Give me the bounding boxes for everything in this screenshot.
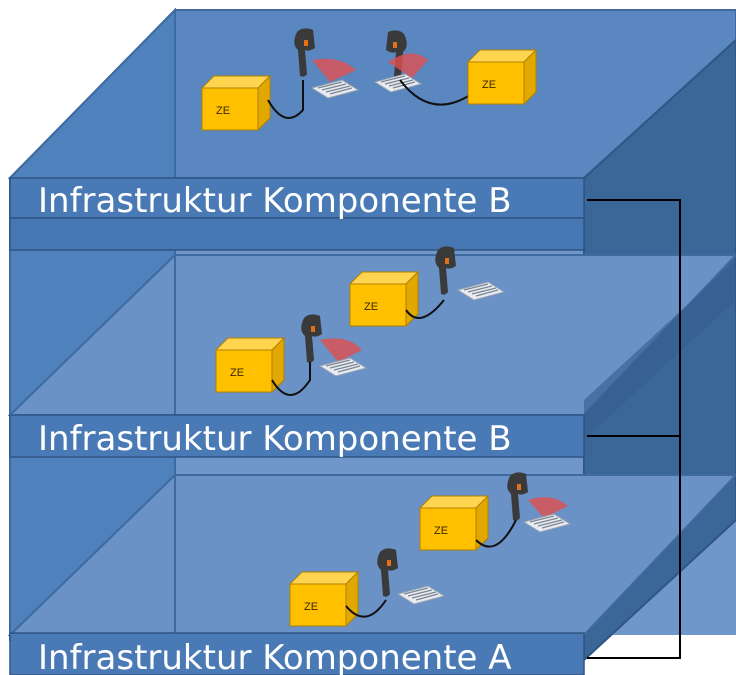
scanner-cable [345,599,387,618]
ze-box: ZE [214,336,286,394]
scan-beam-icon [388,53,428,78]
svg-text:ZE: ZE [364,301,378,313]
band-top: Infrastruktur Komponente B [9,177,585,251]
scanner-cable [267,80,304,119]
band-label-bottom: Infrastruktur Komponente A [38,638,512,675]
band-middle: Infrastruktur Komponente B [9,414,585,459]
ze-box: ZE [348,270,420,328]
svg-text:ZE: ZE [482,79,496,91]
scanner-cable [475,519,517,548]
ze-box: ZE [288,570,360,628]
ze-box: ZE [200,74,272,132]
svg-text:ZE: ZE [304,601,318,613]
ze-box: ZE [418,494,490,552]
band-label-top: Infrastruktur Komponente B [38,181,512,221]
svg-text:ZE: ZE [434,525,448,537]
scan-beam-icon [528,497,568,518]
scanner-cable [399,79,471,106]
ze-box: ZE [466,48,538,106]
band-label-middle: Infrastruktur Komponente B [38,419,512,459]
band-bottom: Infrastruktur Komponente A [9,632,585,675]
scan-beam-icon [312,58,356,82]
svg-text:ZE: ZE [230,367,244,379]
connector-lines [587,199,681,659]
scanner-cable [271,362,311,396]
scan-beam-icon [320,338,362,362]
svg-text:ZE: ZE [216,105,230,117]
scanner-cable [405,299,445,319]
